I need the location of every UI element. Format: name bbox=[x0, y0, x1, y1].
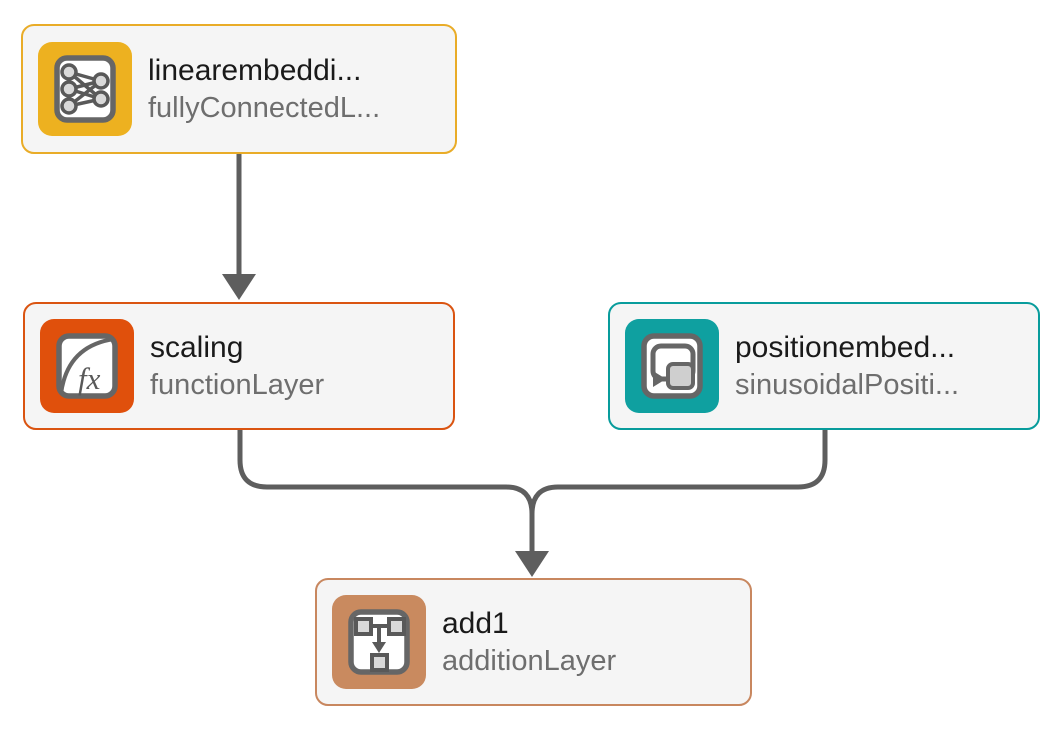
addition-icon bbox=[332, 595, 426, 689]
layer-type: functionLayer bbox=[150, 369, 325, 401]
fully-connected-icon bbox=[38, 42, 132, 136]
layer-type: fullyConnectedL... bbox=[148, 92, 381, 124]
layer-labels: add1 additionLayer bbox=[442, 604, 616, 680]
layer-type: sinusoidalPositi... bbox=[735, 369, 960, 401]
layer-node-scaling[interactable]: fx scaling functionLayer bbox=[23, 302, 455, 430]
layer-type: additionLayer bbox=[442, 645, 617, 677]
layer-labels: linearembeddi... fullyConnectedL... bbox=[148, 51, 380, 127]
layer-name: linearembeddi... bbox=[148, 54, 362, 87]
function-fx-icon: fx bbox=[40, 319, 134, 413]
layer-name: add1 bbox=[442, 607, 509, 640]
layer-labels: positionembed... sinusoidalPositi... bbox=[735, 328, 959, 404]
position-embedding-icon bbox=[625, 319, 719, 413]
layer-name: scaling bbox=[150, 331, 244, 364]
edge-positionembedding-to-add1[interactable] bbox=[529, 430, 828, 515]
layer-node-positionembedding[interactable]: positionembed... sinusoidalPositi... bbox=[608, 302, 1040, 430]
layer-node-add1[interactable]: add1 additionLayer bbox=[315, 578, 752, 706]
svg-text:fx: fx bbox=[78, 361, 101, 396]
layer-name: positionembed... bbox=[735, 331, 956, 364]
layer-labels: scaling functionLayer bbox=[150, 328, 324, 404]
edge-merge-arrowhead bbox=[515, 551, 549, 577]
edge-scaling-to-add1[interactable] bbox=[237, 430, 535, 552]
edge-linearembedding-to-scaling[interactable] bbox=[222, 154, 256, 300]
layer-node-linearembedding[interactable]: linearembeddi... fullyConnectedL... bbox=[21, 24, 457, 154]
